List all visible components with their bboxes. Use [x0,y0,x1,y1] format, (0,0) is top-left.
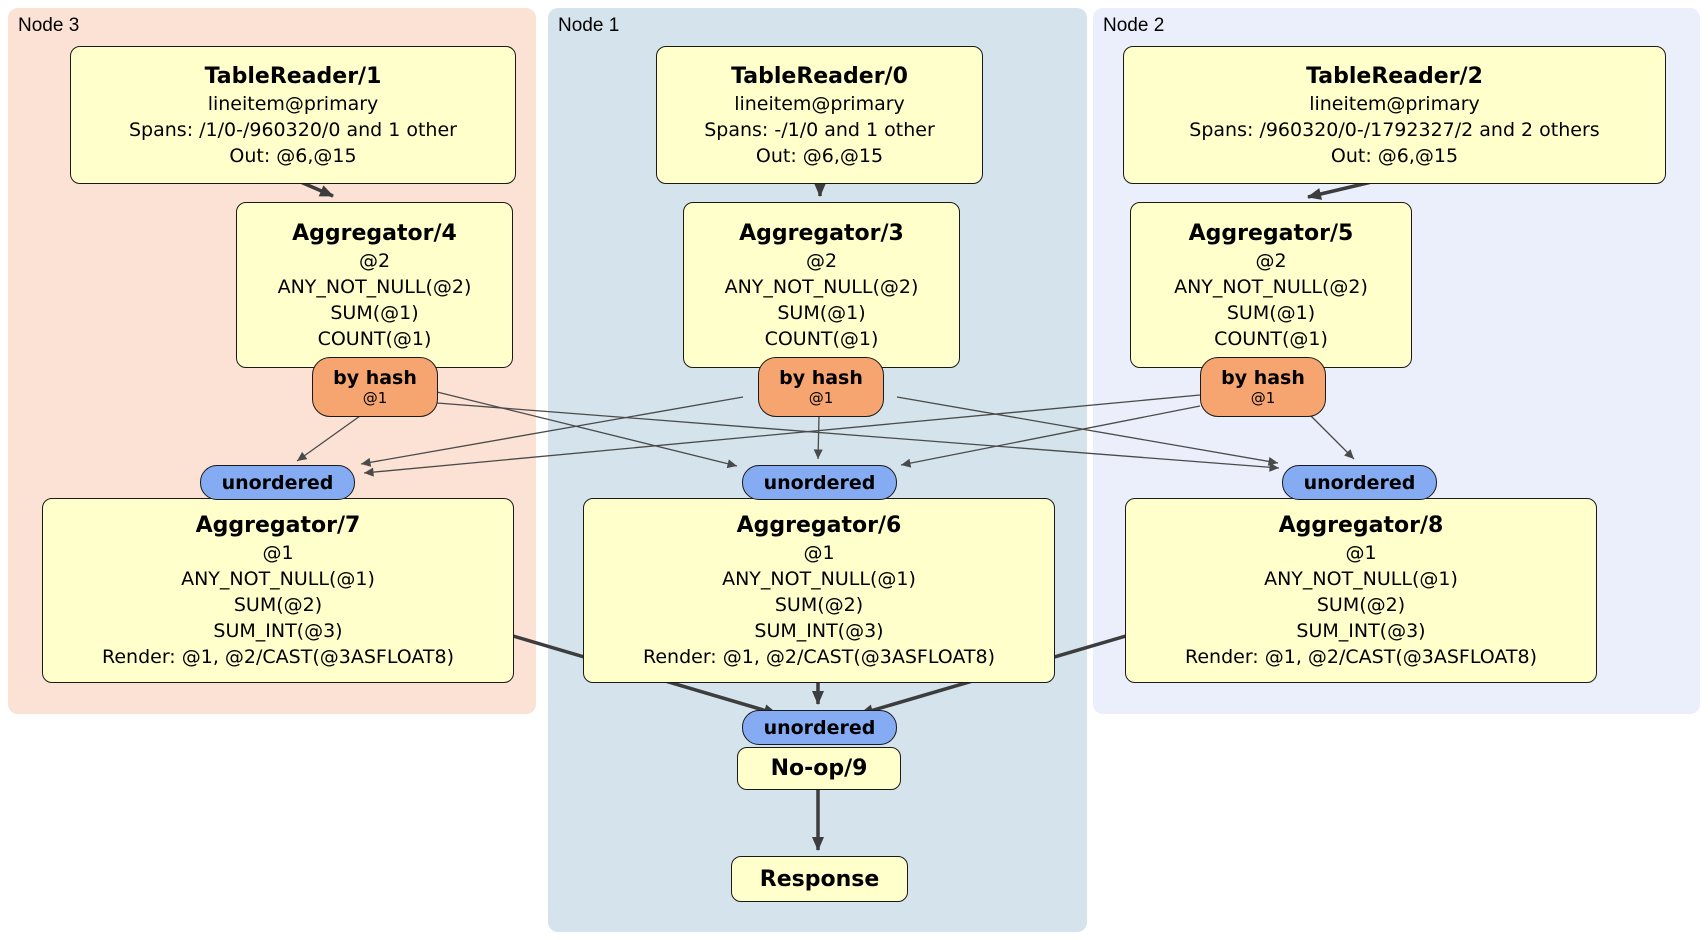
processor-aggregator-3: Aggregator/3 @2 ANY_NOT_NULL(@2) SUM(@1)… [683,202,960,368]
processor-detail: Spans: /960320/0-/1792327/2 and 2 others [1189,118,1600,141]
processor-title: No-op/9 [770,756,868,781]
processor-detail: SUM(@2) [774,594,864,616]
router-by-hash-5: by hash @1 [1200,357,1326,417]
processor-title: TableReader/1 [204,63,382,89]
processor-aggregator-7: Aggregator/7 @1 ANY_NOT_NULL(@1) SUM(@2)… [42,498,514,683]
edge-hash4-stream7 [296,415,361,462]
processor-detail: @1 [1345,542,1377,564]
processor-detail: Render: @1, @2/CAST(@3ASFLOAT8) [1185,646,1537,668]
edge-hash5-stream6 [900,405,1201,468]
router-label: by hash [333,367,417,389]
processor-title: TableReader/0 [731,63,908,89]
processor-title: Aggregator/7 [195,513,361,538]
processor-detail: ANY_NOT_NULL(@2) [724,275,919,298]
processor-detail: COUNT(@1) [1214,327,1328,350]
processor-detail: ANY_NOT_NULL(@2) [277,275,472,298]
processor-detail: COUNT(@1) [764,327,879,350]
router-by-hash-4: by hash @1 [312,357,438,417]
processor-detail: Render: @1, @2/CAST(@3ASFLOAT8) [102,646,454,668]
processor-detail: ANY_NOT_NULL(@1) [722,568,916,590]
processor-tablereader-1: TableReader/1 lineitem@primary Spans: /1… [70,46,516,184]
router-key: @1 [1250,389,1276,407]
edge-hash4-stream8 [436,402,1280,472]
processor-response: Response [731,856,908,902]
region-label: Node 3 [18,15,80,36]
region-label: Node 1 [558,15,620,36]
processor-detail: lineitem@primary [734,92,905,115]
stream-label: unordered [221,471,334,494]
processor-tablereader-2: TableReader/2 lineitem@primary Spans: /9… [1123,46,1666,184]
router-key: @1 [362,389,388,407]
edge-hash4-stream6 [436,391,738,469]
stream-label: unordered [763,716,876,739]
processor-detail: ANY_NOT_NULL(@1) [1264,568,1458,590]
processor-detail: ANY_NOT_NULL(@1) [181,568,375,590]
processor-title: Aggregator/6 [736,513,902,538]
stream-unordered-7: unordered [200,465,355,500]
processor-title: Response [759,866,880,892]
stream-unordered-8: unordered [1282,465,1437,500]
processor-title: Aggregator/5 [1188,220,1354,246]
processor-detail: @1 [262,542,294,564]
router-label: by hash [1221,367,1305,389]
processor-detail: SUM(@1) [330,301,419,324]
processor-detail: @2 [358,249,391,272]
processor-aggregator-8: Aggregator/8 @1 ANY_NOT_NULL(@1) SUM(@2)… [1125,498,1597,683]
processor-detail: @2 [1255,249,1287,272]
processor-detail: SUM(@1) [777,301,866,324]
processor-detail: SUM(@2) [1316,594,1406,616]
processor-detail: SUM_INT(@3) [213,620,343,642]
region-label: Node 2 [1103,15,1165,36]
processor-detail: SUM_INT(@3) [754,620,884,642]
processor-detail: ANY_NOT_NULL(@2) [1174,275,1368,298]
processor-tablereader-0: TableReader/0 lineitem@primary Spans: -/… [656,46,983,184]
processor-detail: SUM(@2) [233,594,323,616]
edge-hash3-stream8 [896,396,1279,466]
processor-detail: SUM_INT(@3) [1296,620,1426,642]
edge-hash3-stream6 [813,415,823,460]
router-by-hash-3: by hash @1 [758,357,884,417]
stream-label: unordered [763,471,876,494]
processor-title: Aggregator/4 [292,220,457,246]
processor-detail: @1 [803,542,835,564]
processor-detail: Spans: -/1/0 and 1 other [704,118,935,141]
processor-detail: SUM(@1) [1226,301,1316,324]
stream-unordered-6: unordered [742,465,897,500]
processor-detail: Render: @1, @2/CAST(@3ASFLOAT8) [643,646,995,668]
processor-detail: Out: @6,@15 [755,144,884,167]
processor-detail: Out: @6,@15 [1330,144,1459,167]
processor-detail: COUNT(@1) [317,327,432,350]
processor-detail: @2 [805,249,838,272]
processor-detail: Spans: /1/0-/960320/0 and 1 other [129,118,457,141]
processor-title: Aggregator/3 [739,220,904,246]
processor-detail: lineitem@primary [207,92,379,115]
processor-aggregator-4: Aggregator/4 @2 ANY_NOT_NULL(@2) SUM(@1)… [236,202,513,368]
router-key: @1 [808,389,834,407]
processor-title: TableReader/2 [1306,63,1483,89]
processor-aggregator-6: Aggregator/6 @1 ANY_NOT_NULL(@1) SUM(@2)… [583,498,1055,683]
edge-hash5-stream8 [1310,415,1355,460]
processor-aggregator-5: Aggregator/5 @2 ANY_NOT_NULL(@2) SUM(@1)… [1130,202,1412,368]
edge-hash5-stream7 [363,394,1201,477]
stream-label: unordered [1303,471,1416,494]
processor-detail: Out: @6,@15 [229,144,357,167]
processor-title: Aggregator/8 [1278,513,1444,538]
stream-unordered-final: unordered [742,710,897,745]
edge-hash3-stream7 [360,396,744,467]
processor-detail: lineitem@primary [1309,92,1480,115]
processor-noop-9: No-op/9 [737,747,901,790]
router-label: by hash [779,367,863,389]
